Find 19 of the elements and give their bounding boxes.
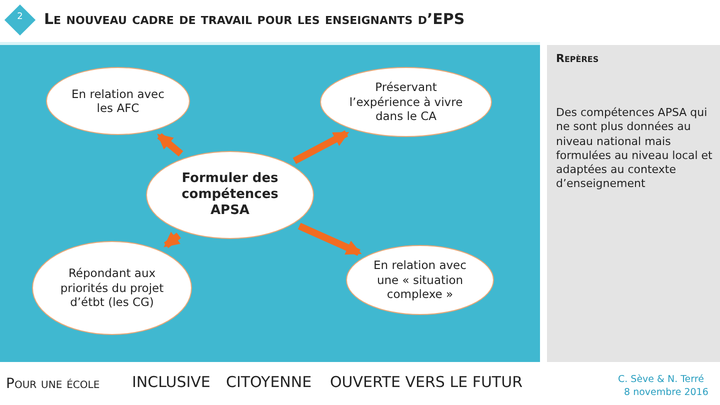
node-text: Préservant l’expérience à vivre dans le CA — [348, 80, 464, 124]
node-text: En relation avec les AFC — [70, 86, 166, 116]
slide-number: 2 — [16, 12, 24, 22]
node-text: En relation avec une « situation complexe » — [372, 258, 468, 302]
footer-text: CITOYENNE — [226, 373, 312, 391]
footer-text: INCLUSIVE — [132, 373, 210, 391]
slide-title: Le nouveau cadre de travail pour les enseignants d’EPS — [44, 10, 465, 28]
arrow — [164, 232, 181, 248]
panel-heading: Repères — [556, 52, 599, 65]
arrow — [292, 130, 350, 164]
date-text: 8 novembre 2016 — [624, 387, 708, 398]
footer-text: Pour une école — [6, 376, 100, 392]
arrow — [157, 133, 184, 156]
node-text: Formuler des compétences APSA — [180, 170, 280, 220]
footer-text: OUVERTE VERS LE FUTUR — [330, 373, 522, 391]
author-credit: C. Sève & N. Terré — [618, 374, 704, 385]
arrow — [298, 222, 362, 256]
node-text: Répondant aux priorités du projet d’étbt (les CG) — [59, 266, 165, 310]
panel-text: Des compétences APSA qui ne sont plus données au niveau national mais formulées au niveau local et adaptées au contexte d’enseignement — [556, 106, 714, 192]
